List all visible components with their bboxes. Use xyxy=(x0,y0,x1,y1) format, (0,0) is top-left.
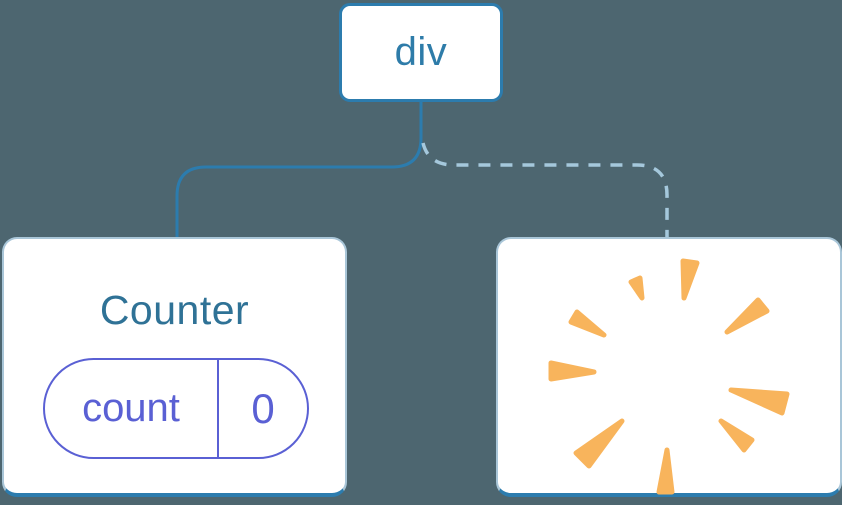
state-key: count xyxy=(45,360,219,457)
node-label: div xyxy=(394,30,448,74)
tree-node-div: div xyxy=(339,3,503,102)
counter-card: Counter count 0 xyxy=(2,237,347,497)
counter-title: Counter xyxy=(99,287,250,333)
state-value: 0 xyxy=(251,384,275,432)
removed-card xyxy=(496,237,842,497)
poof-icon xyxy=(548,258,790,495)
solid-connector-line xyxy=(175,99,423,241)
state-pill: count 0 xyxy=(43,358,309,459)
dashed-connector-line xyxy=(421,142,669,239)
